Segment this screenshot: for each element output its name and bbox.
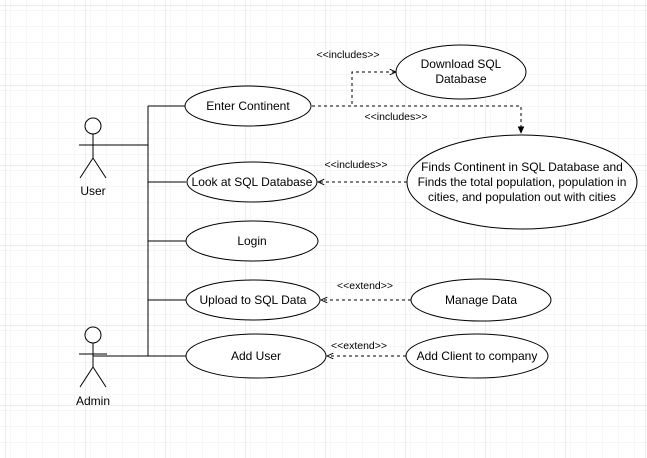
use-case-upload[interactable]: Upload to SQL Data: [185, 279, 321, 321]
use-case-finds[interactable]: Finds Continent in SQL Database and Find…: [406, 134, 638, 230]
use-case-add-client-label: Add Client to company: [417, 349, 538, 363]
use-case-look-db[interactable]: Look at SQL Database: [186, 161, 318, 203]
associations: [93, 105, 186, 357]
include-look-db-label: <<includes>>: [324, 159, 387, 171]
use-case-add-user[interactable]: Add User: [185, 333, 327, 379]
actor-user-head: [84, 117, 102, 135]
actor-user-leg-right: [92, 157, 107, 179]
use-case-enter-continent-label: Enter Continent: [206, 99, 290, 113]
use-case-add-user-label: Add User: [231, 349, 281, 363]
use-case-login[interactable]: Login: [185, 220, 319, 262]
actor-admin[interactable]: [79, 326, 107, 388]
actor-admin-leg-right: [92, 366, 107, 388]
use-case-manage-label: Manage Data: [445, 293, 517, 307]
use-case-download-label-line-2: Database: [435, 72, 487, 86]
use-case-look-db-label: Look at SQL Database: [192, 175, 313, 189]
use-case-finds-label-line-3: cities, and population out with cities: [428, 190, 616, 204]
use-case-manage[interactable]: Manage Data: [410, 278, 552, 322]
actor-admin-head: [84, 326, 102, 344]
actor-admin-label: Admin: [76, 394, 110, 408]
use-case-upload-label: Upload to SQL Data: [200, 293, 307, 307]
use-case-finds-label-line-1: Finds Continent in SQL Database and: [421, 160, 623, 174]
include-download-label: <<includes>>: [316, 49, 379, 61]
use-case-login-label: Login: [237, 234, 266, 248]
include-finds-label: <<includes>>: [364, 111, 427, 123]
relationships: <<includes>> <<includes>> <<includes>> <…: [312, 49, 521, 356]
use-case-finds-label-line-2: Finds the total population, population i…: [418, 175, 627, 189]
extend-manage-label: <<extend>>: [337, 280, 393, 292]
use-case-download-label-line-1: Download SQL: [421, 57, 502, 71]
extend-client-label: <<extend>>: [331, 340, 387, 352]
use-case-enter-continent[interactable]: Enter Continent: [184, 85, 312, 127]
actor-admin-leg-left: [79, 366, 94, 388]
actor-user-leg-left: [79, 157, 94, 179]
use-cases: Enter Continent Look at SQL Database Log…: [184, 44, 638, 379]
use-case-download[interactable]: Download SQL Database: [395, 44, 527, 100]
actor-user-label: User: [80, 184, 105, 198]
use-case-add-client[interactable]: Add Client to company: [405, 333, 549, 379]
actor-user[interactable]: [79, 117, 107, 179]
